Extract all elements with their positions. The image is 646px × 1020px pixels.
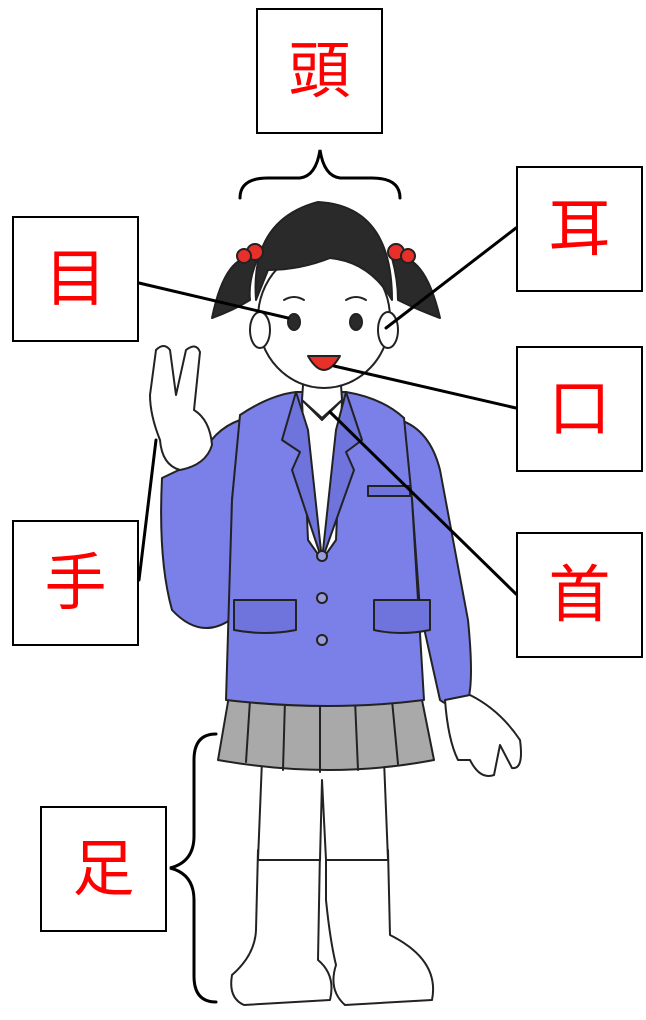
- foot-brace: [169, 732, 218, 1004]
- label-neck: 首: [516, 532, 643, 658]
- hand-leader: [137, 438, 158, 582]
- label-mouth: 口: [516, 346, 643, 472]
- button-1: [316, 550, 328, 562]
- pocket-left: [233, 599, 297, 634]
- mouth-leader: [332, 364, 518, 410]
- lapel-left: [281, 391, 323, 561]
- hair-tie-right-2: [400, 248, 416, 264]
- pocket-right: [373, 599, 431, 634]
- eye-right-shape: [349, 313, 363, 331]
- hair-tie-left-2: [236, 248, 252, 264]
- mouth-shape: [307, 355, 341, 371]
- girl-illustration: [149, 201, 522, 1006]
- right-hand: [444, 694, 522, 777]
- ear-right-shape: [377, 311, 399, 349]
- neck-leader: [328, 410, 518, 596]
- label-foot: 足: [40, 806, 167, 932]
- right-boot: [325, 849, 435, 1006]
- eye-left-shape: [287, 313, 301, 331]
- eye-leader: [137, 281, 290, 320]
- left-hand: [149, 345, 213, 471]
- label-ear: 耳: [516, 166, 643, 292]
- label-hand: 手: [12, 520, 139, 646]
- skirt: [217, 689, 435, 771]
- chest-pocket: [367, 485, 411, 497]
- ear-left-shape: [249, 311, 271, 349]
- label-head: 頭: [256, 8, 383, 134]
- button-3: [316, 634, 328, 646]
- button-2: [316, 592, 328, 604]
- skirt-pleats: [245, 699, 399, 773]
- hair: [254, 201, 393, 301]
- leader-lines: [137, 149, 518, 1004]
- legs: [257, 759, 389, 861]
- pigtail-right: [391, 256, 441, 319]
- brows: [283, 296, 367, 301]
- ear-leader: [384, 226, 518, 330]
- head-brace: [238, 149, 402, 200]
- left-boot: [230, 849, 333, 1006]
- label-eye: 目: [12, 216, 139, 342]
